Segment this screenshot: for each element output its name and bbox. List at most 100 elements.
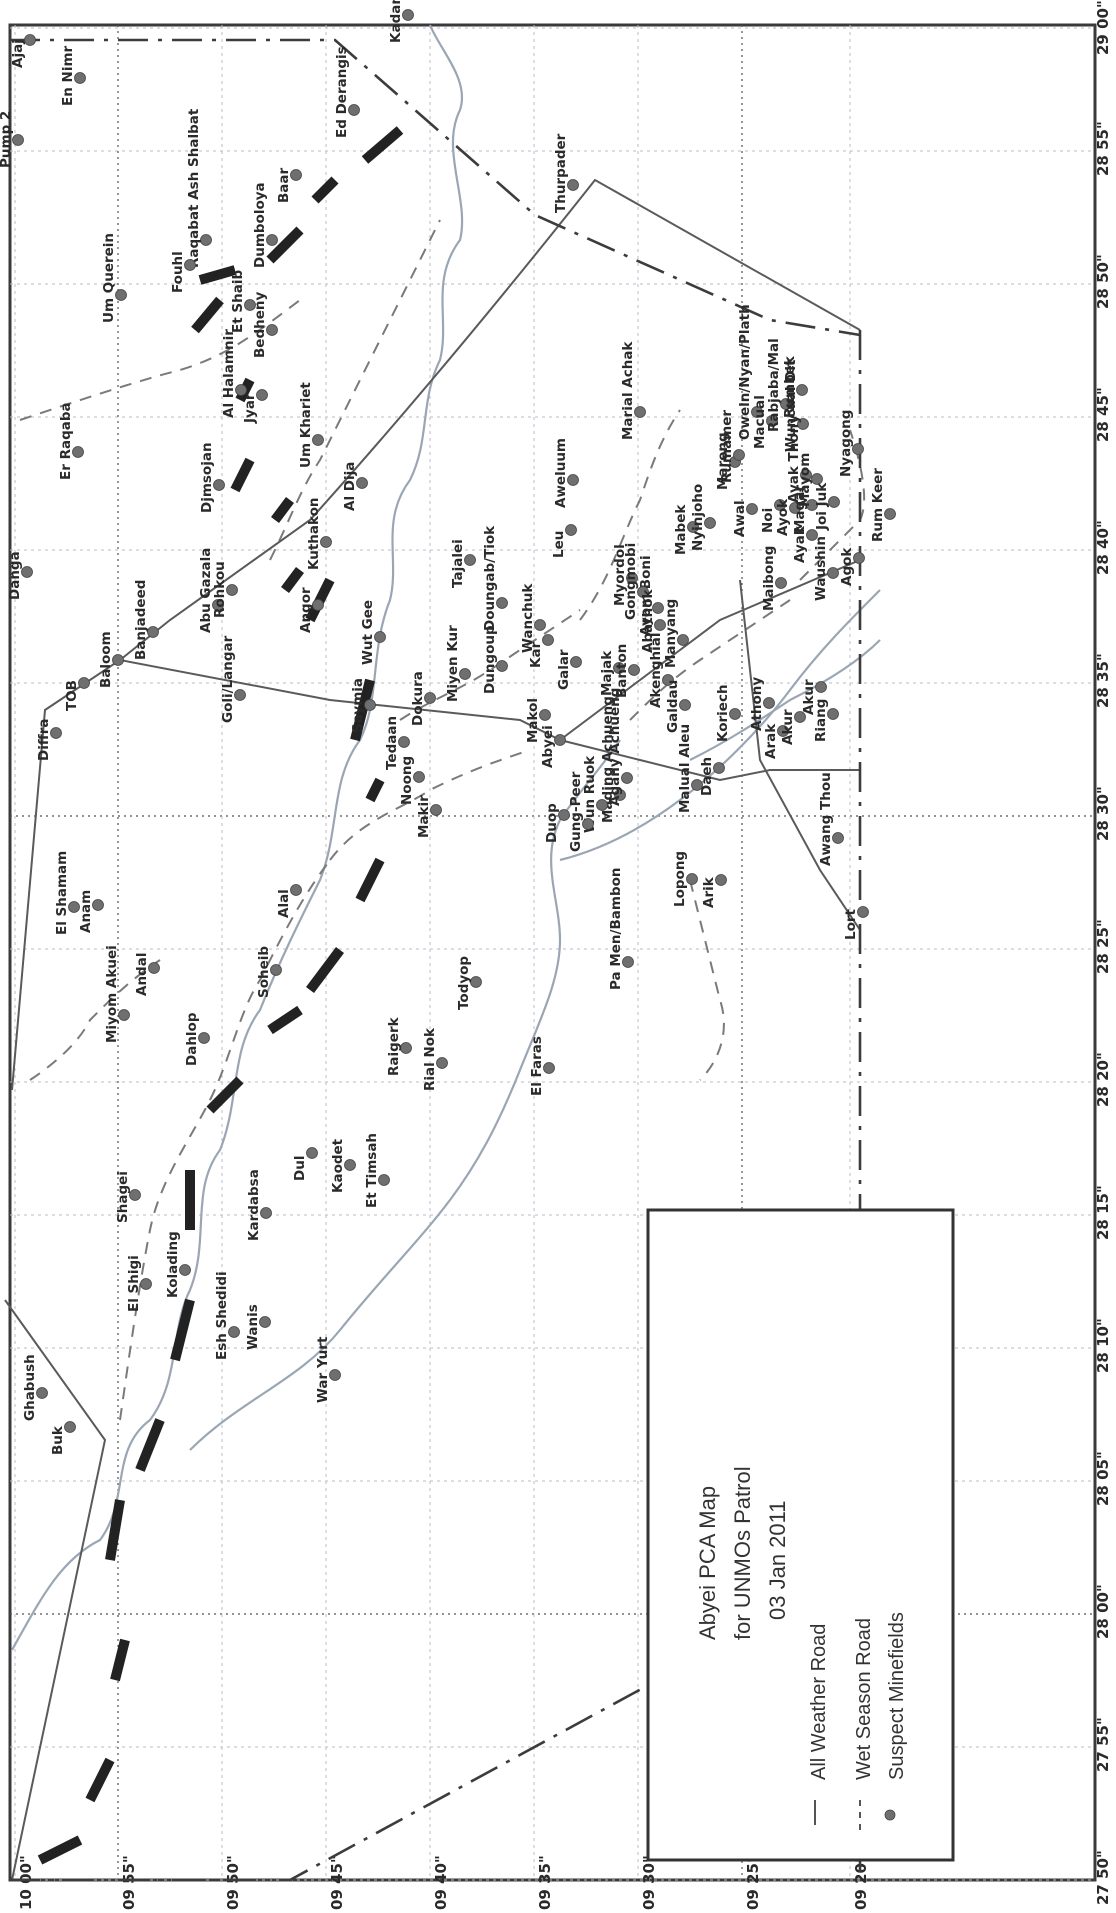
place-marker (496, 660, 508, 672)
place-label: Andal (134, 953, 150, 996)
longitude-label: 28 40" (1094, 520, 1112, 575)
place-label: Wuncual Dit (783, 359, 799, 452)
place-marker (260, 1207, 272, 1219)
place-marker (320, 536, 332, 548)
place-label: Noi (760, 508, 776, 533)
place-marker (796, 384, 808, 396)
latitude-label: 10 00" (17, 1855, 35, 1910)
place-label: Banjadeed (133, 580, 149, 660)
place-marker (614, 789, 626, 801)
place-marker (596, 799, 608, 811)
place-label: War Yurt (315, 1336, 331, 1403)
place-label: Daeh (699, 757, 715, 796)
place-marker (686, 873, 698, 885)
place-marker (400, 1042, 412, 1054)
place-marker (179, 1264, 191, 1276)
place-marker (226, 584, 238, 596)
place-marker (567, 474, 579, 486)
latitude-labels: 10 00"09 55"09 50"09 45"09 40"09 35"09 3… (17, 1855, 870, 1910)
place-label: Rabjaba/Mal (766, 338, 782, 432)
place-marker (348, 104, 360, 116)
place-label: Danga (7, 551, 23, 600)
place-label: Wanis (245, 1304, 261, 1350)
place-label: Diffra (36, 718, 52, 761)
place-label: Um Querein (101, 233, 117, 323)
place-marker (542, 634, 554, 646)
place-marker (729, 708, 741, 720)
legend-dot-icon (884, 1809, 896, 1821)
place-marker (72, 446, 84, 458)
latitude-label: 09 25" (744, 1855, 762, 1910)
place-label: Ghabush (22, 1354, 38, 1421)
place-marker (356, 477, 368, 489)
place-marker (464, 554, 476, 566)
place-label: Duop (544, 803, 560, 843)
wet-season-roads (19, 219, 866, 1421)
place-marker (74, 72, 86, 84)
place-marker (68, 901, 80, 913)
place-marker (213, 479, 225, 491)
place-label: Oweln/Nyan/Plath (737, 304, 753, 440)
place-marker (857, 906, 869, 918)
place-label: Um Khariet (298, 382, 314, 468)
place-label: Miyom Akuei (104, 945, 120, 1043)
place-marker (827, 708, 839, 720)
place-label: Koriech (715, 684, 731, 742)
legend-wet-season-road: Wet Season Road (853, 1618, 875, 1780)
place-marker (78, 677, 90, 689)
longitude-label: 28 30" (1094, 786, 1112, 841)
place-label: Wut Gee (360, 600, 376, 665)
place-label: Kuthakon (306, 497, 322, 570)
place-marker (691, 779, 703, 791)
place-label: Makir (416, 795, 432, 838)
place-label: Et Shaib (230, 270, 246, 333)
place-label: Rumamer (719, 410, 735, 483)
place-marker (582, 818, 594, 830)
place-label: Agany Achueng (607, 688, 623, 806)
longitude-label: 28 15" (1094, 1185, 1112, 1240)
legend: Abyei PCA Map for UNMOs Patrol 03 Jan 20… (646, 1208, 955, 1862)
place-marker (543, 1062, 555, 1074)
place-marker (496, 597, 508, 609)
place-label: Noong (399, 756, 415, 805)
place-marker (234, 689, 246, 701)
place-marker (828, 496, 840, 508)
place-label: Manyang (663, 599, 679, 668)
place-marker (677, 634, 689, 646)
place-label: Dumboloya (252, 182, 268, 268)
place-label: Mading Achueng (600, 696, 616, 823)
place-label: Mabek (673, 504, 689, 555)
place-label: Miyen Kur (445, 625, 461, 702)
place-marker (92, 899, 104, 911)
place-label: Shagei (115, 1171, 131, 1223)
place-marker (794, 711, 806, 723)
longitude-label: 28 35" (1094, 653, 1112, 708)
place-label: Galdau (665, 680, 681, 733)
place-marker (266, 324, 278, 336)
longitude-label: 28 10" (1094, 1318, 1112, 1373)
place-label: Pa Men/Bambon (608, 868, 624, 991)
latitude-label: 09 55" (120, 1855, 138, 1910)
place-label: Myordol (612, 544, 628, 606)
place-label: Al Dija (342, 462, 358, 511)
place-label: TOB (64, 680, 80, 711)
place-label: Macual (752, 395, 768, 449)
map-frame (8, 23, 1097, 1882)
place-label: Mayom (797, 453, 813, 507)
place-marker (565, 524, 577, 536)
place-marker (634, 406, 646, 418)
place-label: Gongmobi (623, 543, 639, 620)
place-label: Angor (298, 587, 314, 633)
place-label: Arik (701, 876, 717, 908)
place-marker (140, 1278, 152, 1290)
longitude-labels: 27 50"27 55"28 00"28 05"28 10"28 15"28 2… (1094, 0, 1112, 1905)
place-label: Baloom (98, 631, 114, 688)
place-marker (115, 289, 127, 301)
place-marker (266, 234, 278, 246)
place-marker (777, 725, 789, 737)
longitude-label: 27 50" (1094, 1850, 1112, 1905)
place-marker (374, 631, 386, 643)
place-marker (344, 1159, 356, 1171)
place-label: Ed Derangis (334, 46, 350, 138)
